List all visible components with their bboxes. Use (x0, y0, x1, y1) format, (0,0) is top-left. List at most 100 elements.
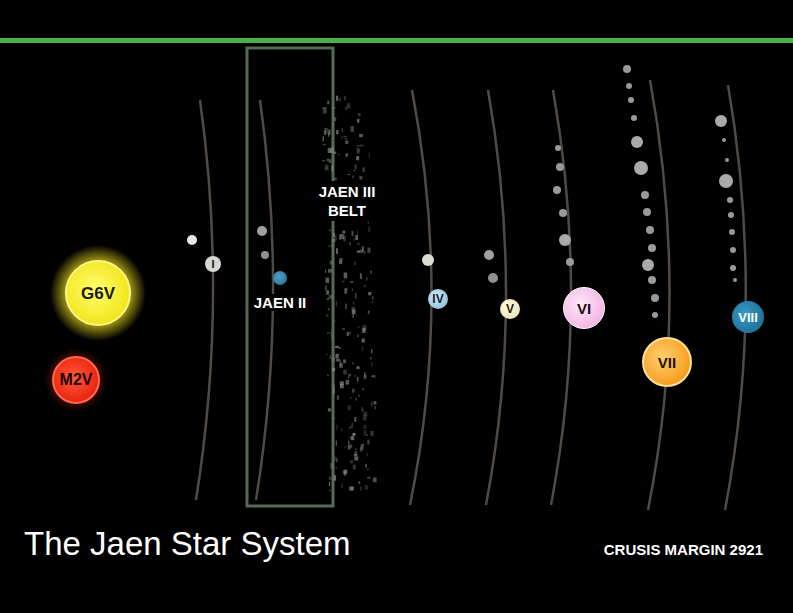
belt-speck (336, 425, 338, 430)
belt-speck (354, 417, 356, 422)
belt-speck (368, 226, 370, 232)
belt-speck (354, 170, 356, 172)
moon (648, 244, 656, 252)
belt-speck (351, 444, 353, 448)
belt-speck (336, 301, 337, 306)
belt-speck (342, 328, 345, 330)
moon (626, 83, 632, 89)
belt-speck (368, 292, 371, 295)
belt-speck (323, 136, 325, 141)
belt-speck (363, 167, 365, 172)
belt-speck (355, 448, 356, 450)
belt-speck (359, 482, 361, 484)
belt-speck (341, 428, 342, 431)
belt-speck (357, 148, 360, 154)
belt-speck (352, 289, 353, 291)
belt-speck (342, 128, 343, 132)
belt-speck (350, 281, 353, 283)
moon (719, 174, 733, 188)
diagram-title: The Jaen Star System (24, 526, 350, 562)
belt-speck (366, 435, 367, 436)
belt-speck (331, 244, 333, 246)
moon (730, 247, 736, 253)
moon (628, 97, 634, 103)
planet-circle: VI (563, 287, 605, 329)
belt-speck (344, 273, 348, 279)
belt-speck (352, 389, 355, 393)
belt-speck (351, 436, 355, 440)
moon (488, 273, 498, 283)
belt-speck (352, 310, 356, 315)
belt-speck (332, 165, 334, 171)
planet-name: IV (432, 293, 443, 305)
belt-label: JAEN III BELT (300, 181, 394, 221)
belt-speck (328, 308, 330, 310)
belt-speck (352, 362, 354, 364)
belt-speck (346, 382, 348, 385)
belt-speck (343, 370, 347, 375)
belt-speck (367, 248, 370, 253)
belt-speck (336, 467, 338, 469)
belt-speck (355, 164, 357, 169)
belt-speck (336, 96, 338, 101)
belt-speck (322, 160, 325, 161)
belt-speck (327, 374, 329, 376)
belt-speck (371, 376, 374, 378)
belt-speck (333, 389, 335, 394)
belt-speck (327, 332, 330, 334)
belt-speck (332, 368, 335, 372)
planet-name: V (506, 303, 514, 315)
belt-speck (351, 126, 355, 132)
belt-speck (332, 123, 334, 127)
belt-speck (341, 136, 343, 139)
belt-speck (345, 141, 348, 145)
belt-speck (328, 132, 329, 137)
belt-speck (329, 158, 332, 162)
planet-name: VI (577, 301, 591, 316)
belt-speck (352, 433, 355, 436)
belt-speck (360, 273, 362, 279)
belt-speck (367, 221, 369, 223)
planet-name: VII (658, 355, 676, 370)
moon (725, 158, 729, 162)
belt-speck (363, 409, 364, 413)
belt-speck (331, 357, 335, 362)
moon (728, 212, 734, 218)
belt-speck (348, 377, 350, 378)
planet-circle: VII (642, 337, 692, 387)
belt-speck (350, 460, 354, 463)
belt-speck (355, 375, 356, 377)
moon (555, 145, 561, 151)
belt-speck (323, 110, 327, 114)
belt-speck (347, 332, 349, 336)
belt-speck (350, 397, 353, 398)
belt-speck (323, 107, 327, 109)
moon (553, 186, 561, 194)
belt-speck (325, 165, 329, 171)
belt-speck (354, 454, 358, 456)
belt-speck (348, 174, 350, 175)
belt-speck (367, 440, 369, 445)
belt-speck (357, 377, 359, 382)
planet-circle: VIII (732, 301, 764, 333)
belt-speck (334, 152, 337, 154)
belt-speck (359, 134, 363, 137)
belt-speck (330, 489, 331, 491)
belt-speck (336, 440, 337, 445)
belt-speck (362, 339, 365, 343)
moon (257, 226, 267, 236)
belt-speck (326, 278, 330, 284)
planet-circle: V (500, 299, 520, 319)
belt-speck (327, 298, 329, 300)
belt-speck (361, 444, 364, 450)
belt-speck (337, 395, 339, 400)
belt-speck (346, 380, 350, 385)
belt-speck (329, 229, 332, 231)
belt-speck (365, 485, 369, 490)
belt-speck (340, 381, 344, 384)
moons (187, 65, 737, 318)
moon (730, 265, 736, 271)
belt-speck (363, 425, 366, 429)
belt-speck (348, 440, 349, 445)
belt-speck (332, 239, 336, 243)
